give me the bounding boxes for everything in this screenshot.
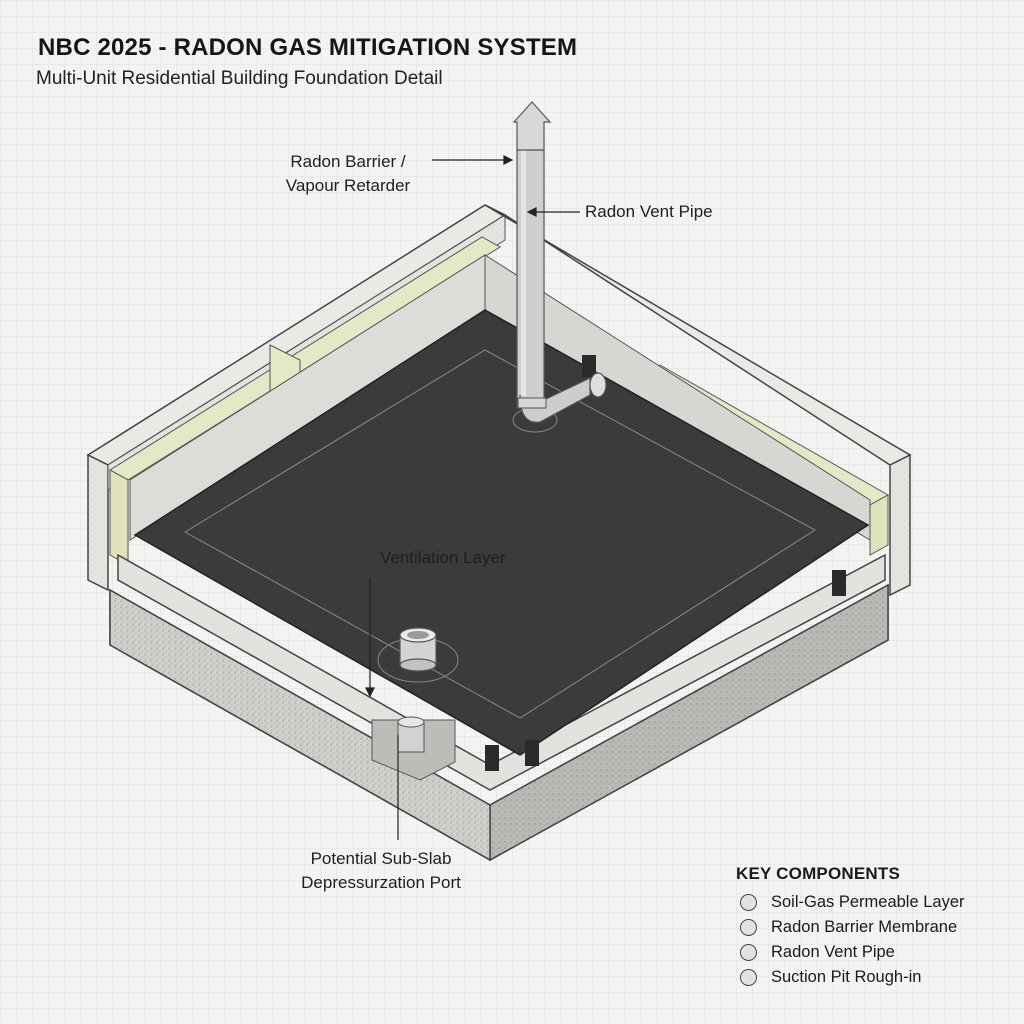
legend-bullet-icon <box>740 944 757 961</box>
legend-item-label: Radon Vent Pipe <box>771 943 895 961</box>
legend-bullet-icon <box>740 969 757 986</box>
legend-item: Radon Barrier Membrane <box>736 915 1006 940</box>
inner-walls <box>129 254 871 541</box>
depressurization-port <box>377 627 459 683</box>
gravel-base <box>109 583 889 862</box>
legend-item: Soil-Gas Permeable Layer <box>736 890 1006 915</box>
legend-bullet-icon <box>740 919 757 936</box>
ventilation-layer-callout: Ventilation Layer <box>380 548 506 567</box>
radon-vent-pipe <box>512 101 607 433</box>
port-callout-line1: Potential Sub-Slab <box>310 849 452 868</box>
port-callout-line2: Depressurzation Port <box>301 873 461 892</box>
legend-item: Suction Pit Rough-in <box>736 965 1006 990</box>
legend-title: KEY COMPONENTS <box>736 864 901 883</box>
page-title: NBC 2025 - RADON GAS MITIGATION SYSTEM <box>38 34 578 61</box>
page-subtitle: Multi-Unit Residential Building Foundati… <box>36 68 443 89</box>
legend-item: Radon Vent Pipe <box>736 940 1006 965</box>
key-components-legend: KEY COMPONENTS Soil-Gas Permeable Layer … <box>736 864 1006 990</box>
insulation-left <box>109 236 501 566</box>
barrier-callout-line1: Radon Barrier / <box>290 152 406 171</box>
legend-bullet-icon <box>740 894 757 911</box>
barrier-callout: Radon Barrier / Vapour Retarder <box>268 150 428 198</box>
legend-item-label: Radon Barrier Membrane <box>771 918 958 936</box>
foundation-wall-right <box>484 204 912 597</box>
membrane-tabs <box>485 355 846 771</box>
barrier-callout-line2: Vapour Retarder <box>285 176 411 195</box>
legend-item-label: Suction Pit Rough-in <box>771 968 922 986</box>
port-callout: Potential Sub-Slab Depressurzation Port <box>276 847 486 895</box>
suction-pit <box>371 716 456 781</box>
vent-pipe-callout: Radon Vent Pipe <box>585 202 713 221</box>
legend-item-label: Soil-Gas Permeable Layer <box>771 893 965 911</box>
leader-lines <box>365 155 580 840</box>
